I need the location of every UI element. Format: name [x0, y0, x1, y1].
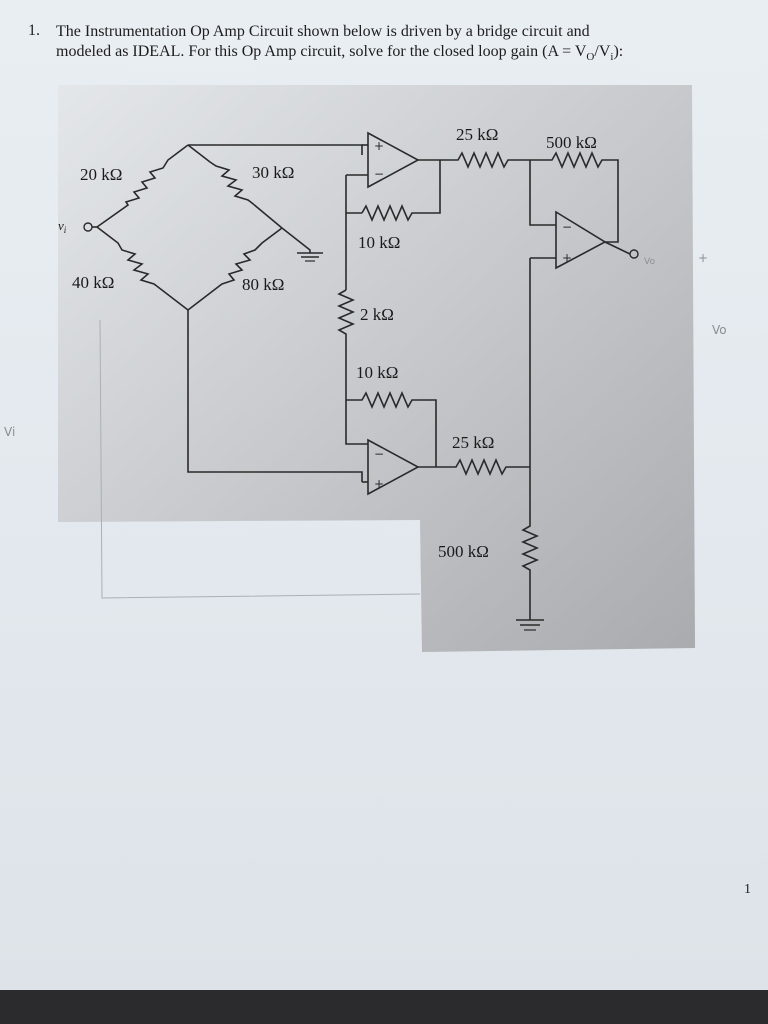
label-25k-bottom: 25 kΩ	[452, 433, 494, 452]
opamp-a3-triangle	[555, 210, 607, 270]
page-number: 1	[744, 882, 751, 897]
question-end: ):	[613, 43, 624, 60]
resistor-25k-top	[440, 150, 530, 170]
question-number: 1.	[28, 22, 40, 39]
opamp-a1: + −	[336, 131, 441, 400]
label-40k: 40 kΩ	[72, 273, 114, 292]
pencil-outline	[99, 319, 421, 599]
question-text: The Instrumentation Op Amp Circuit shown…	[56, 22, 746, 67]
figure-background	[58, 85, 695, 652]
opamp-a2: − +	[345, 390, 450, 496]
opamp-a2-triangle	[367, 438, 420, 496]
vo-subscript: O	[586, 51, 595, 64]
label-500k-top: 500 kΩ	[546, 133, 597, 152]
label-30k: 30 kΩ	[252, 163, 294, 182]
question-line-2: modeled as IDEAL. For this Op Amp circui…	[56, 43, 587, 60]
label-25k-top: 25 kΩ	[456, 125, 498, 144]
bridge-circuit: vi 20 kΩ 30 kΩ 40 kΩ 80 kΩ	[58, 144, 363, 482]
label-20k: 20 kΩ	[80, 165, 122, 184]
resistor-2k	[336, 289, 356, 400]
circuit-figure: vi 20 kΩ 30 kΩ 40 kΩ 80 kΩ + − 10 kΩ 2 k…	[4, 85, 751, 897]
vi-label: vi	[58, 218, 67, 235]
opamp-a3-plus: +	[562, 251, 572, 265]
vi-terminal	[83, 222, 93, 232]
resistor-30k	[187, 144, 283, 229]
resistor-20k	[96, 144, 189, 228]
question-slash: /V	[594, 43, 611, 60]
opamp-a2-plus: +	[374, 477, 384, 491]
label-80k: 80 kΩ	[242, 275, 284, 294]
resistor-25k-bottom	[450, 457, 530, 477]
opamp-a3: − +	[440, 150, 639, 631]
wire-bridge-bottom	[187, 310, 363, 482]
opamp-a3-minus: −	[562, 220, 572, 234]
pencil-vo-output: Vo	[644, 257, 655, 267]
question-line-1: The Instrumentation Op Amp Circuit shown…	[56, 23, 590, 40]
dark-background-strip	[0, 990, 768, 1024]
opamp-a1-minus: −	[374, 167, 384, 181]
pencil-plus: +	[698, 251, 708, 265]
label-500k-bottom: 500 kΩ	[438, 542, 489, 561]
resistor-10k-a2	[346, 390, 437, 467]
wire-a2-feedback	[345, 400, 368, 445]
resistor-500k-top	[530, 150, 619, 243]
resistor-40k	[96, 226, 189, 311]
vi-subscript: i	[610, 51, 614, 64]
label-10k-a1: 10 kΩ	[358, 233, 400, 252]
label-2k: 2 kΩ	[360, 305, 394, 324]
pencil-vo: Vo	[712, 323, 727, 337]
opamp-a1-triangle	[367, 131, 420, 189]
resistor-500k-bottom	[520, 520, 540, 620]
wire-bridge-ground	[281, 227, 311, 253]
pencil-vi: Vi	[4, 425, 15, 439]
paper-sheet: 1. The Instrumentation Op Amp Circuit sh…	[0, 0, 768, 990]
label-10k-a2: 10 kΩ	[356, 363, 398, 382]
resistor-80k	[187, 227, 283, 311]
opamp-a2-minus: −	[374, 447, 384, 461]
opamp-a1-plus: +	[374, 139, 384, 153]
resistor-10k-a1	[361, 160, 441, 223]
vo-terminal	[629, 249, 639, 259]
